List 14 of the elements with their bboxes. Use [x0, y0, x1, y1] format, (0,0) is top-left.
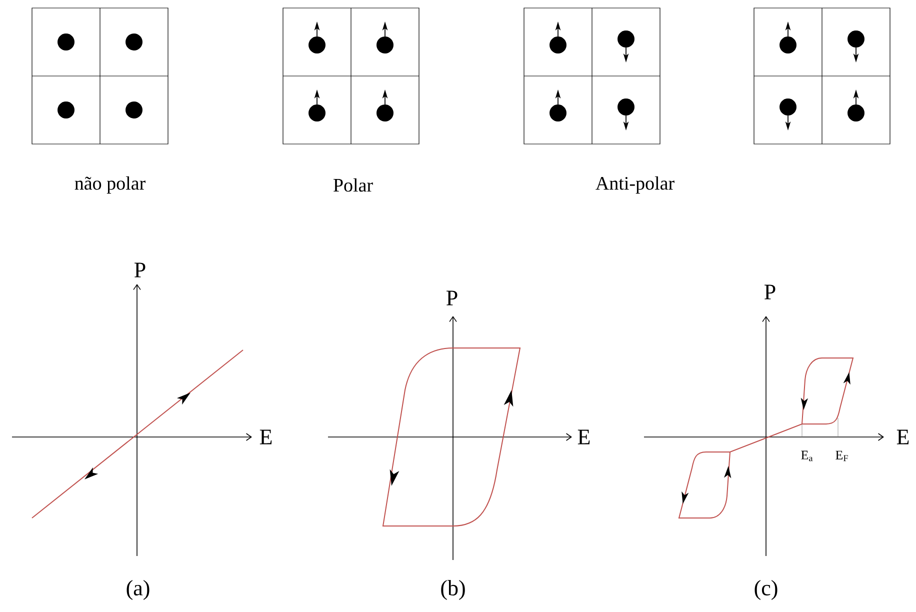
axis-label: E — [578, 430, 590, 444]
panel-label: (b) — [441, 580, 465, 600]
caption: não polar — [74, 176, 146, 194]
panel-label: (c) — [754, 580, 778, 600]
axis-label: E — [260, 430, 272, 444]
axis-label: E — [896, 430, 909, 444]
field-label: E$_{F}$ — [836, 450, 848, 462]
caption: Polar — [334, 178, 373, 192]
caption: Anti-polar — [596, 176, 674, 194]
field-label: E$_{a}$ — [801, 450, 813, 462]
panel-label: (a) — [126, 580, 150, 600]
axis-label: P — [764, 284, 776, 300]
axis-label: P — [446, 290, 458, 306]
axis-label: P — [134, 262, 146, 278]
